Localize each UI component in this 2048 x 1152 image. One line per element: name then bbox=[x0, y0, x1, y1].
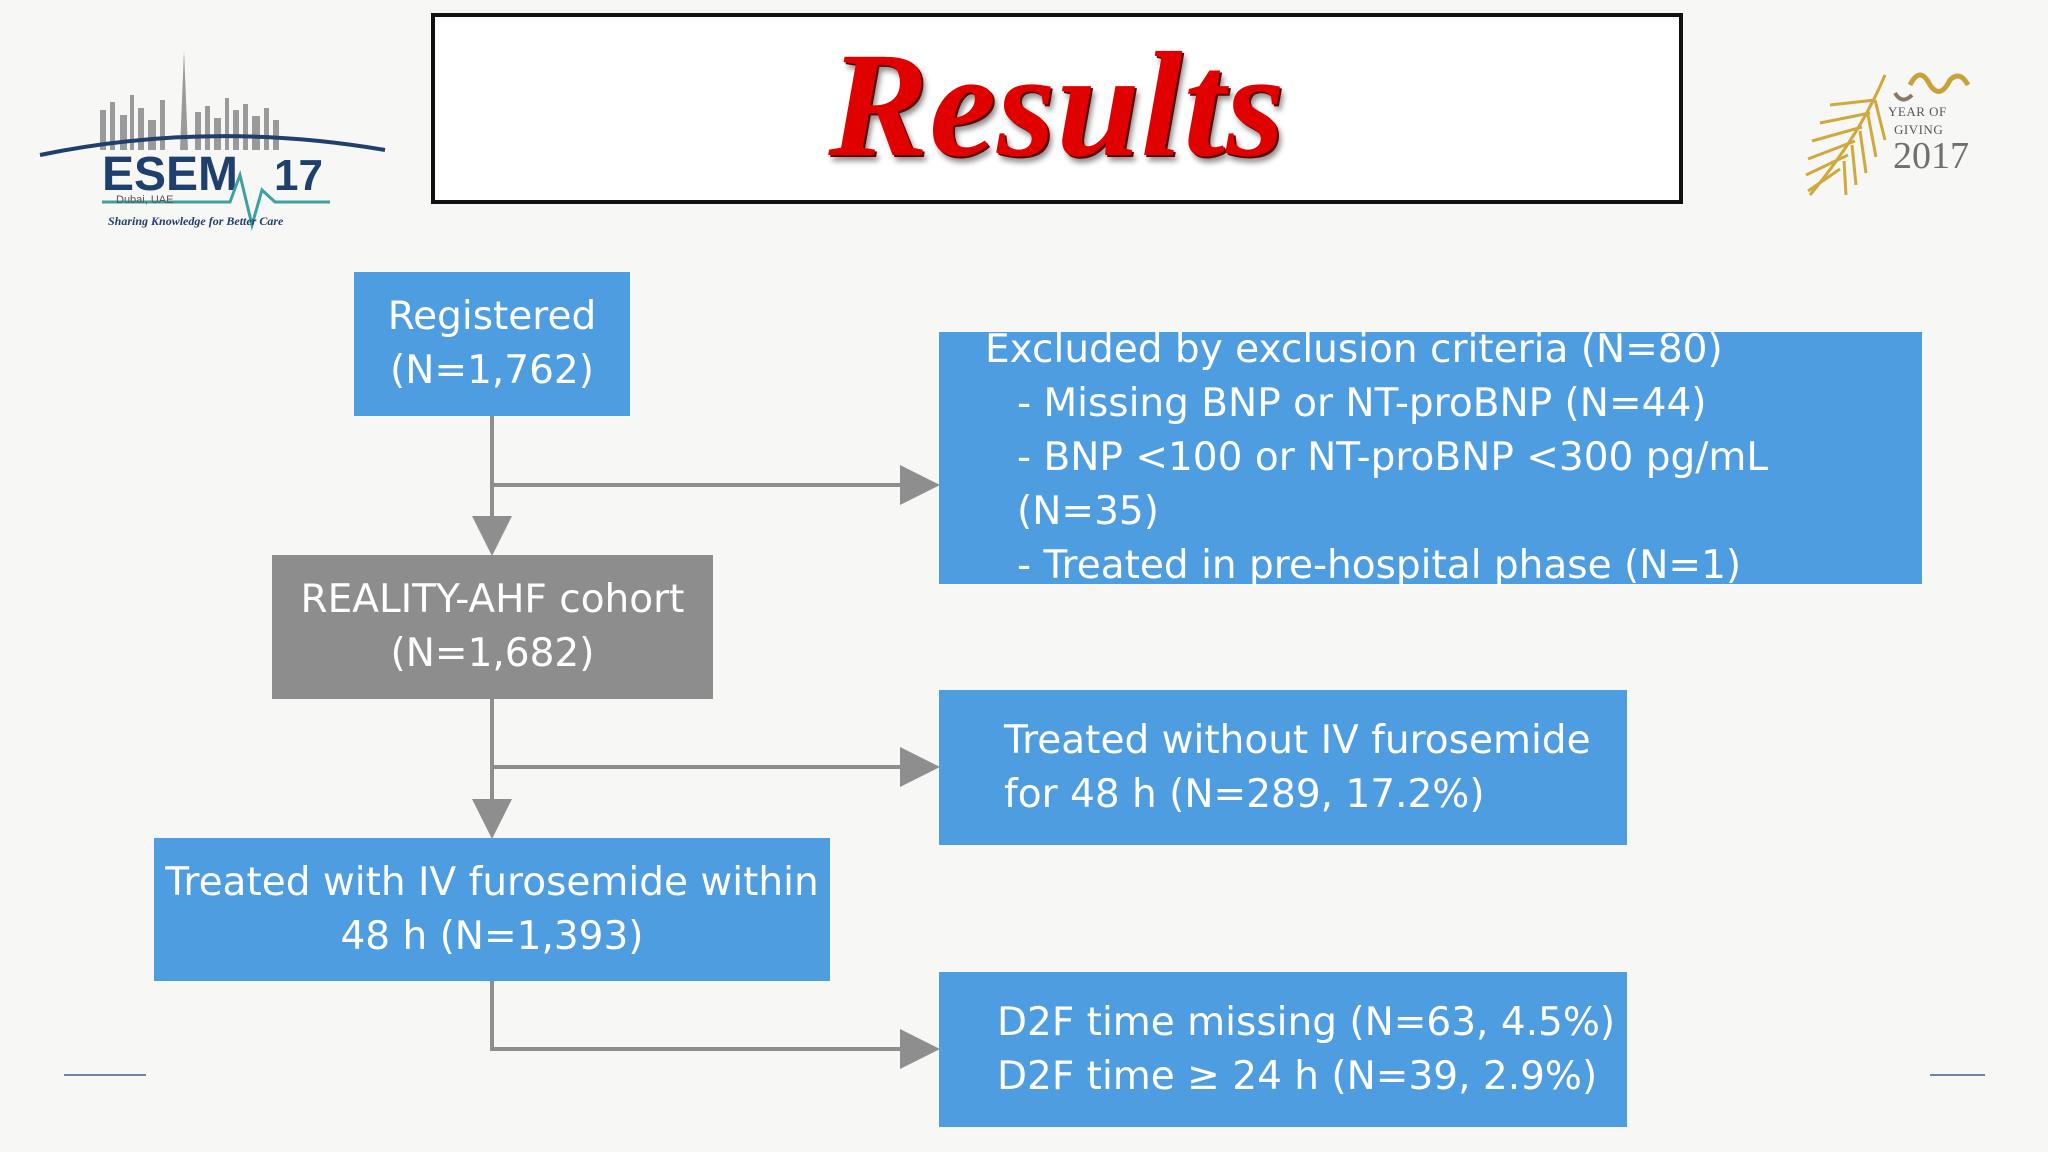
excluded-heading: Excluded by exclusion criteria (N=80) bbox=[985, 327, 1723, 372]
decorative-line-left bbox=[64, 1074, 146, 1076]
year-of-giving-logo bbox=[1805, 72, 1971, 196]
esem-wordmark: ESEM bbox=[102, 148, 238, 201]
registered-box: Registered (N=1,762) bbox=[354, 272, 630, 416]
decorative-line-right bbox=[1930, 1074, 1985, 1076]
arrow-to-d2f bbox=[490, 981, 940, 1069]
title-box: Results bbox=[431, 13, 1683, 204]
without-furosemide-box: Treated without IV furosemide for 48 h (… bbox=[939, 690, 1627, 845]
registered-label: Registered bbox=[387, 294, 597, 339]
logo-giving-text: GIVING bbox=[1894, 122, 1944, 137]
d2f-line2: D2F time ≥ 24 h (N=39, 2.9%) bbox=[997, 1053, 1598, 1099]
cohort-count: (N=1,682) bbox=[390, 631, 595, 676]
without-line2: for 48 h (N=289, 17.2%) bbox=[1004, 771, 1485, 817]
treated-line1: Treated with IV furosemide within bbox=[165, 859, 819, 905]
logo-year-text: 2017 bbox=[1893, 135, 1969, 177]
d2f-box: D2F time missing (N=63, 4.5%) D2F time ≥… bbox=[939, 972, 1627, 1127]
excluded-item: - Treated in pre-hospital phase (N=1) bbox=[1017, 543, 1742, 588]
without-line1: Treated without IV furosemide bbox=[1004, 717, 1591, 763]
excluded-item: - Missing BNP or NT-proBNP (N=44) bbox=[1017, 381, 1707, 426]
excluded-item: - BNP <100 or NT-proBNP <300 pg/mL (N=35… bbox=[1017, 435, 1769, 534]
logo-location: Dubai, UAE bbox=[116, 194, 174, 206]
treated-line2: 48 h (N=1,393) bbox=[340, 913, 644, 959]
cohort-label: REALITY-AHF cohort bbox=[300, 577, 685, 622]
svg-text:17: 17 bbox=[274, 151, 323, 200]
page-title: Results bbox=[828, 21, 1286, 188]
logo-year-of-text: YEAR OF bbox=[1888, 104, 1947, 119]
treated-furosemide-box: Treated with IV furosemide within 48 h (… bbox=[154, 838, 830, 981]
registered-count: (N=1,762) bbox=[390, 348, 594, 393]
cohort-box: REALITY-AHF cohort (N=1,682) bbox=[272, 555, 713, 699]
excluded-box: Excluded by exclusion criteria (N=80) - … bbox=[939, 327, 1922, 588]
esem17-logo: ESEM 17 bbox=[39, 50, 386, 231]
logo-tagline: Sharing Knowledge for Better Care bbox=[108, 214, 284, 228]
d2f-line1: D2F time missing (N=63, 4.5%) bbox=[997, 999, 1616, 1045]
